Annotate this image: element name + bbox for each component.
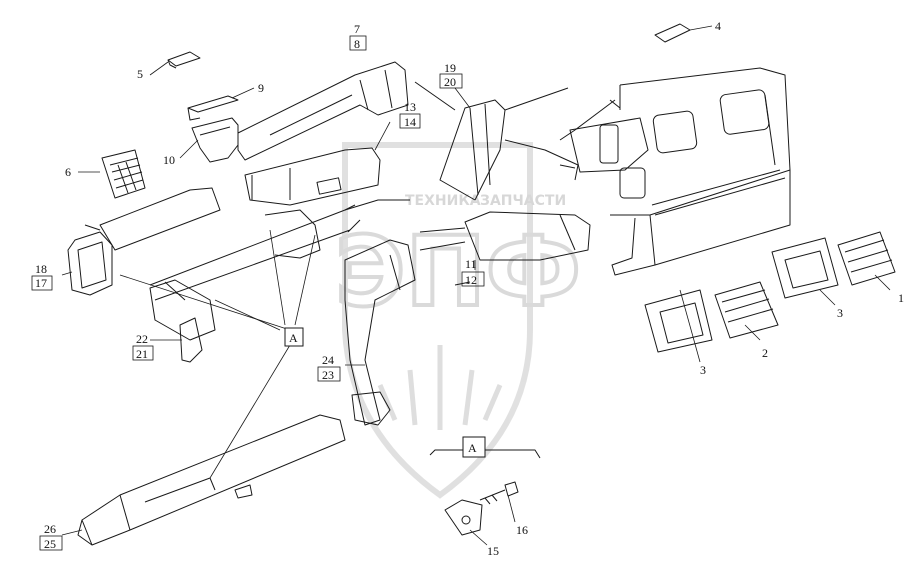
svg-text:A: A (468, 441, 477, 455)
callout-18: 18 (35, 262, 47, 276)
part-9 (187, 95, 239, 121)
callout-20: 20 (444, 75, 456, 89)
watermark: ТЕХНИКА ЗАПЧАСТИ ЭПФ (333, 142, 583, 499)
callout-16: 16 (516, 523, 528, 537)
dashboard-panel (559, 67, 791, 276)
central-tube (149, 199, 410, 301)
callout-10: 10 (163, 153, 175, 167)
callout-26: 26 (44, 522, 56, 536)
detail-a-clip-15 (444, 499, 483, 536)
duct-11-12 (419, 211, 591, 286)
callout-6: 6 (65, 165, 71, 179)
watermark-wheat-icon (377, 345, 503, 430)
duct-25-26 (77, 414, 346, 546)
callout-13: 13 (404, 100, 416, 114)
callout-9: 9 (258, 81, 264, 95)
duct-21-22 (149, 279, 216, 363)
callout-5: 5 (137, 67, 143, 81)
vent-frame-3-upper (771, 237, 839, 299)
watermark-text-2: ЗАПЧАСТИ (480, 193, 566, 209)
callout-15: 15 (487, 544, 499, 558)
callout-7: 7 (354, 22, 360, 36)
callout-4: 4 (715, 19, 721, 33)
svg-text:A: A (289, 331, 298, 345)
grille-6 (101, 149, 146, 199)
callout-23: 23 (322, 368, 334, 382)
duct-23-24 (344, 239, 416, 426)
duct-13-14 (244, 147, 381, 206)
grille-4 (654, 23, 691, 43)
part-10 (191, 117, 239, 163)
leader-lines (61, 25, 891, 546)
duct-17-18 (67, 187, 221, 296)
watermark-logo: ЭПФ (335, 216, 581, 328)
callout-22: 22 (136, 332, 148, 346)
callout-11: 11 (465, 257, 477, 271)
callout-24: 24 (322, 353, 334, 367)
callout-3b: 3 (837, 306, 843, 320)
callout-2: 2 (762, 346, 768, 360)
grille-part-5 (167, 51, 201, 69)
callout-12: 12 (465, 273, 477, 287)
callout-8: 8 (354, 37, 360, 51)
callout-19: 19 (444, 61, 456, 75)
detail-header-a: A (462, 436, 486, 458)
watermark-text-1: ТЕХНИКА (405, 193, 481, 209)
duct-7-8 (237, 61, 409, 161)
callout-25: 25 (44, 537, 56, 551)
duct-19-20 (414, 81, 579, 201)
detail-marker-a[interactable]: A (284, 327, 304, 347)
callout-labels: 1 2 3 3 4 5 6 7 8 9 10 11 12 13 14 15 16… (35, 19, 904, 558)
boxed-labels (31, 35, 485, 551)
parts-linework (61, 23, 896, 546)
grille-2 (714, 281, 779, 339)
vent-frame-3-lower (644, 289, 713, 353)
detail-a-screw-16 (479, 481, 519, 505)
callout-17: 17 (35, 276, 47, 290)
callout-1: 1 (898, 291, 904, 305)
callout-21: 21 (136, 347, 148, 361)
callout-14: 14 (404, 115, 416, 129)
grille-1 (837, 231, 896, 286)
callout-3a: 3 (700, 363, 706, 377)
